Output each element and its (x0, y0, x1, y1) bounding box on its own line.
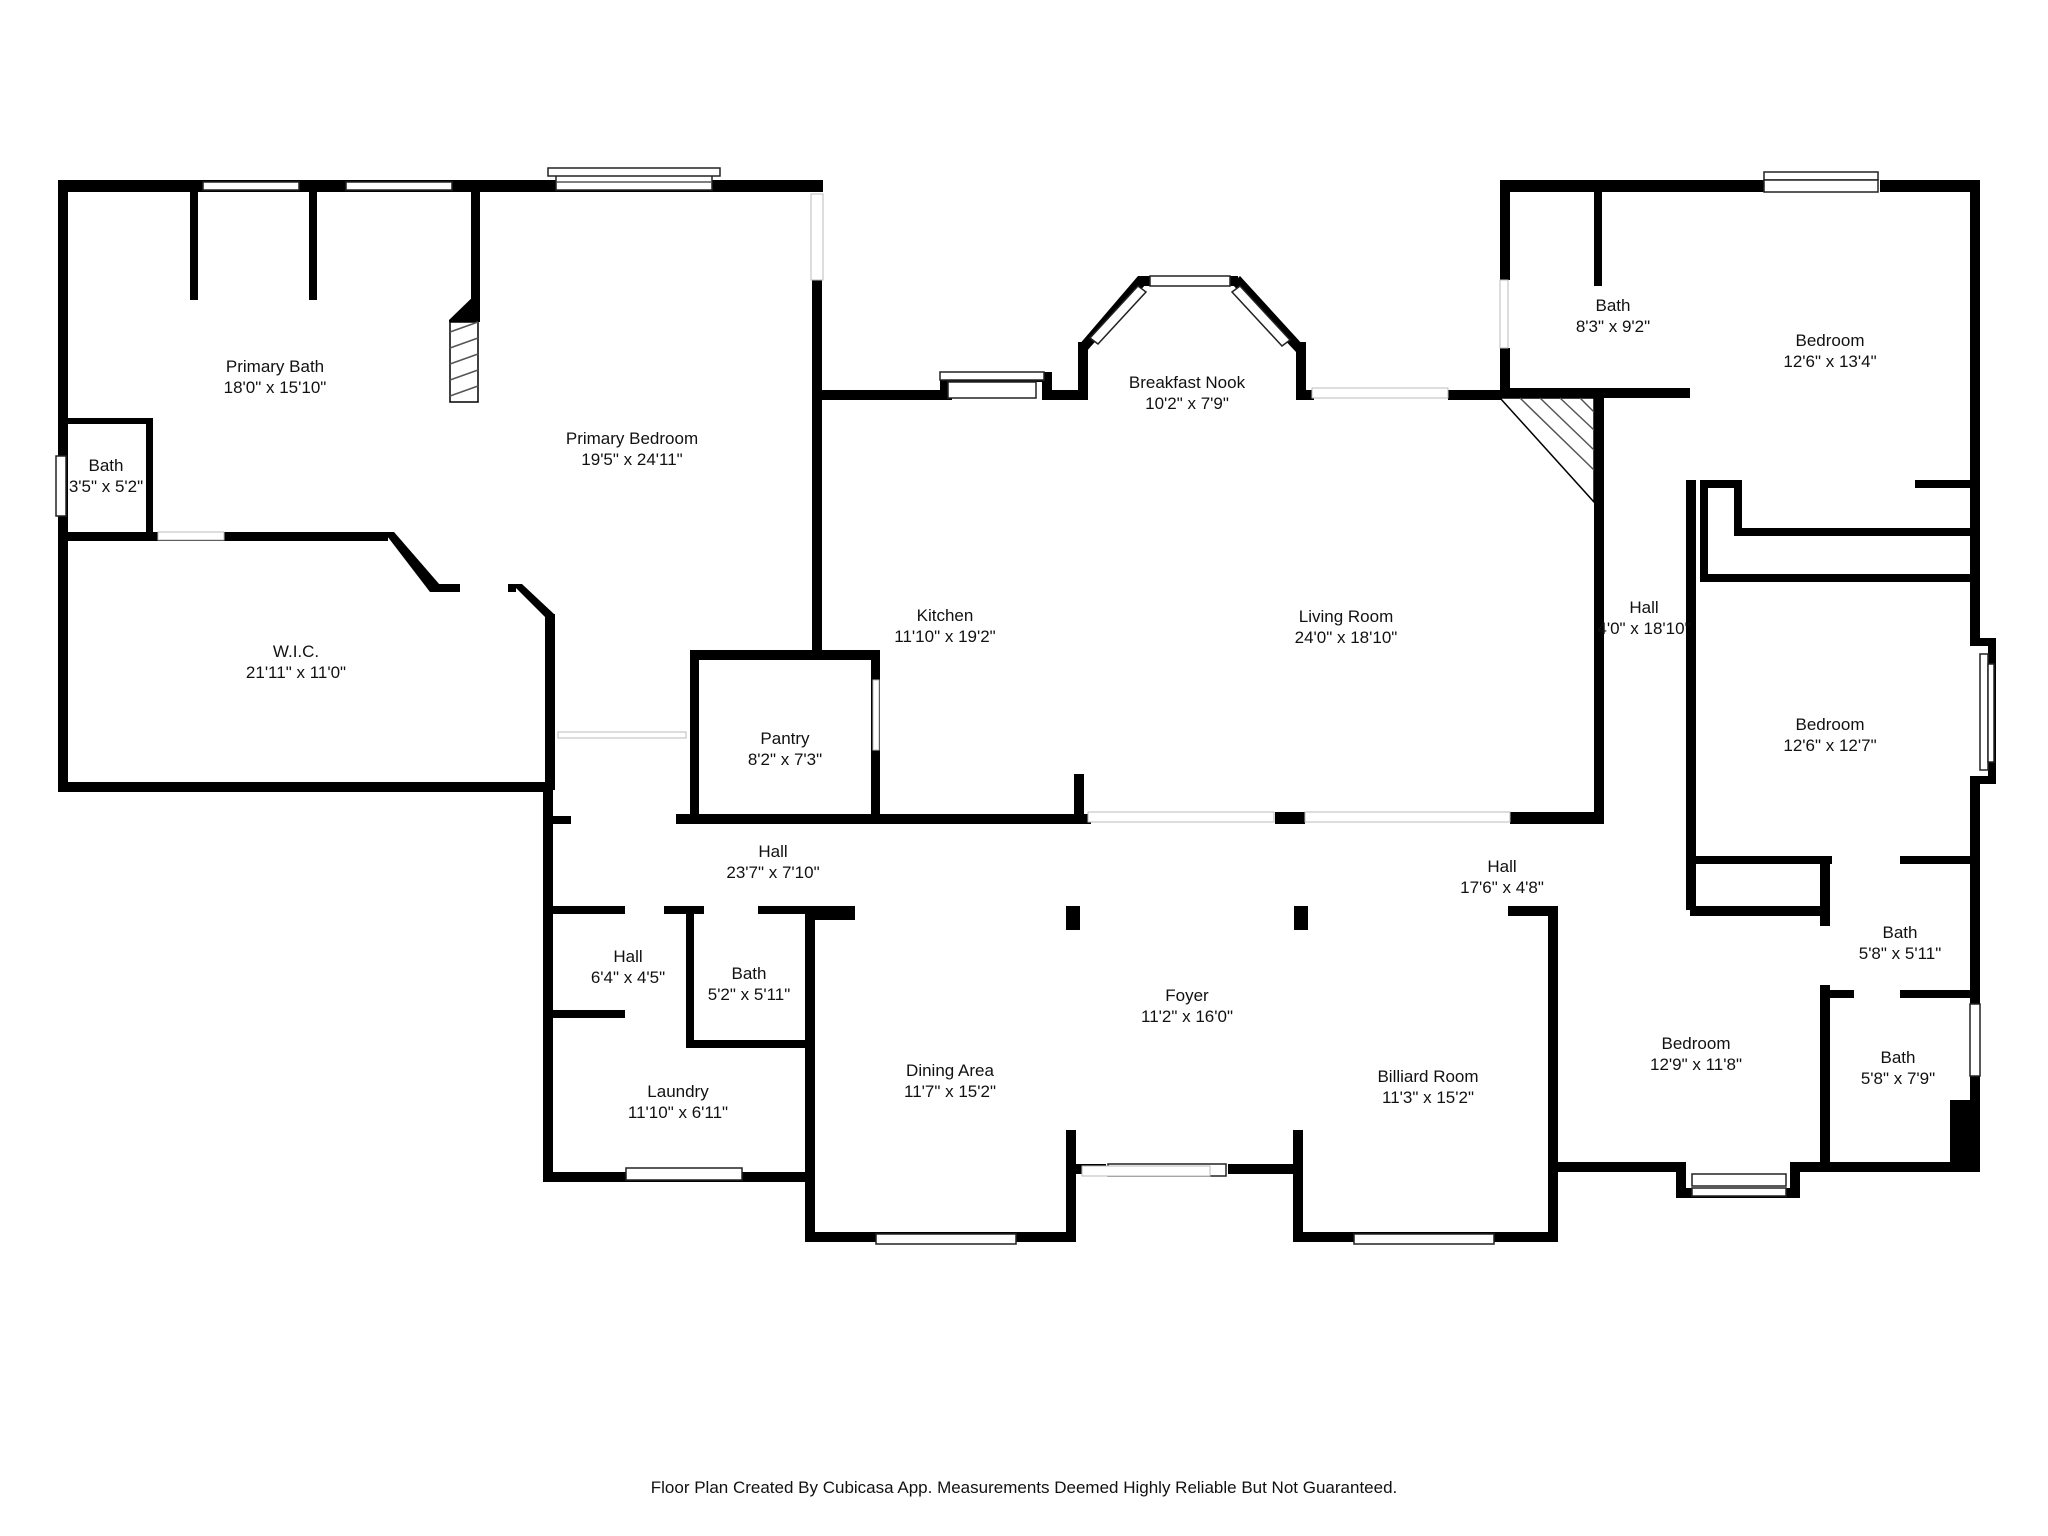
room-dims-hall-right: 17'6" x 4'8" (1460, 878, 1544, 897)
room-name-billiard: Billiard Room (1377, 1067, 1478, 1086)
room-name-primary-bath: Primary Bath (226, 357, 324, 376)
room-name-bedroom-east: Bedroom (1796, 715, 1865, 734)
room-dims-small-bath: 3'5" x 5'2" (69, 477, 143, 496)
room-name-hall-main: Hall (758, 842, 787, 861)
room-dims-primary-bath: 18'0" x 15'10" (224, 378, 327, 397)
room-name-bath-mid: Bath (732, 964, 767, 983)
room-labels: Primary Bath 18'0" x 15'10" Bath 3'5" x … (69, 296, 1941, 1122)
windows (55, 167, 1995, 1245)
room-dims-bedroom-east: 12'6" x 12'7" (1783, 736, 1876, 755)
room-name-hall-small: Hall (613, 947, 642, 966)
room-name-breakfast-nook: Breakfast Nook (1129, 373, 1246, 392)
room-dims-breakfast-nook: 10'2" x 7'9" (1145, 394, 1229, 413)
room-dims-bedroom-se: 12'9" x 11'8" (1650, 1055, 1742, 1074)
room-name-bath-ne: Bath (1596, 296, 1631, 315)
room-dims-primary-bedroom: 19'5" x 24'11" (581, 450, 682, 469)
room-dims-foyer: 11'2" x 16'0" (1141, 1007, 1233, 1026)
stairs (449, 321, 1595, 504)
room-dims-pantry: 8'2" x 7'3" (748, 750, 822, 769)
room-name-bedroom-ne: Bedroom (1796, 331, 1865, 350)
room-dims-bath-se1: 5'8" x 5'11" (1859, 944, 1942, 963)
room-name-bedroom-se: Bedroom (1662, 1034, 1731, 1053)
room-dims-hall-east: 4'0" x 18'10" (1597, 619, 1690, 638)
room-dims-hall-small: 6'4" x 4'5" (591, 968, 665, 987)
room-dims-dining: 11'7" x 15'2" (904, 1082, 996, 1101)
walls (58, 180, 1996, 1242)
room-name-primary-bedroom: Primary Bedroom (566, 429, 698, 448)
room-name-pantry: Pantry (760, 729, 810, 748)
room-name-living-room: Living Room (1299, 607, 1394, 626)
room-name-small-bath: Bath (89, 456, 124, 475)
room-dims-living-room: 24'0" x 18'10" (1295, 628, 1398, 647)
room-name-hall-right: Hall (1487, 857, 1516, 876)
disclaimer-footer: Floor Plan Created By Cubicasa App. Meas… (650, 1478, 1398, 1497)
room-name-bath-se2: Bath (1881, 1048, 1916, 1067)
room-name-hall-east: Hall (1629, 598, 1658, 617)
room-name-wic: W.I.C. (273, 642, 319, 661)
room-dims-hall-main: 23'7" x 7'10" (726, 863, 819, 882)
room-dims-laundry: 11'10" x 6'11" (628, 1103, 728, 1122)
room-name-bath-se1: Bath (1883, 923, 1918, 942)
room-name-foyer: Foyer (1165, 986, 1209, 1005)
room-dims-kitchen: 11'10" x 19'2" (894, 627, 995, 646)
room-dims-bedroom-ne: 12'6" x 13'4" (1783, 352, 1876, 371)
room-name-kitchen: Kitchen (917, 606, 974, 625)
openings (157, 193, 1511, 1177)
room-dims-bath-se2: 5'8" x 7'9" (1861, 1069, 1935, 1088)
room-dims-bath-mid: 5'2" x 5'11" (708, 985, 791, 1004)
room-dims-billiard: 11'3" x 15'2" (1382, 1088, 1474, 1107)
room-dims-bath-ne: 8'3" x 9'2" (1576, 317, 1650, 336)
room-name-dining: Dining Area (906, 1061, 994, 1080)
room-dims-wic: 21'11" x 11'0" (246, 663, 346, 682)
room-name-laundry: Laundry (647, 1082, 709, 1101)
